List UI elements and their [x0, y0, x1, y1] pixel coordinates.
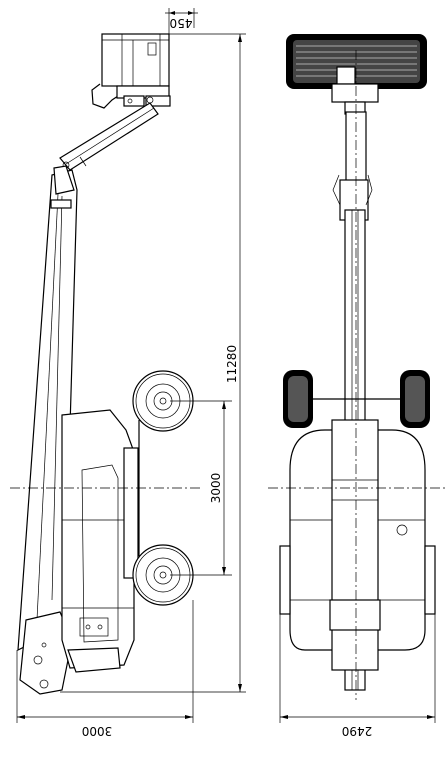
- front-platform-basket: [286, 34, 427, 115]
- front-left-wheel: [283, 370, 313, 428]
- dimension-side-length: 3000: [16, 600, 194, 738]
- dimension-wheelbase: 3000: [170, 400, 232, 576]
- dim-label-side-length: 3000: [82, 724, 113, 738]
- side-platform-basket: [91, 33, 171, 109]
- dimension-platform-offset: 450: [165, 8, 198, 34]
- dim-label-wheelbase: 3000: [209, 473, 223, 504]
- center-lines: [10, 50, 446, 700]
- dim-label-11280: 11280: [225, 345, 239, 383]
- dim-label-450: 450: [170, 16, 193, 30]
- dim-label-2490: 2490: [342, 724, 373, 738]
- side-chassis: [61, 409, 139, 673]
- front-chassis: [279, 419, 436, 671]
- front-view: [279, 34, 436, 691]
- side-jib-arm: [59, 102, 159, 171]
- front-right-wheel: [400, 370, 430, 428]
- dimension-total-height: 11280: [60, 33, 246, 693]
- dimension-front-width: 2490: [279, 614, 436, 738]
- side-view: [17, 33, 194, 695]
